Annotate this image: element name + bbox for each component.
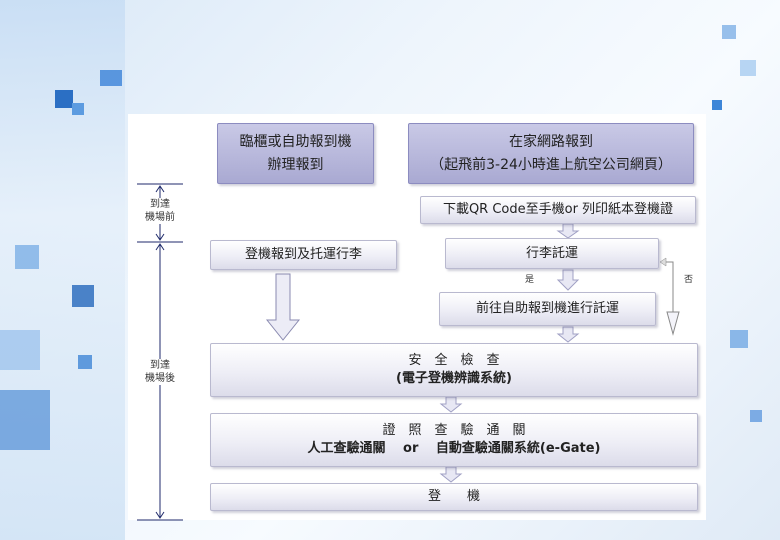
- counter-checkin-label: 臨櫃或自助報到機 辦理報到: [240, 131, 352, 176]
- online-checkin-box: 在家網路報到 （起飛前3-24小時進上航空公司網頁）: [408, 123, 694, 184]
- online-checkin-note: （起飛前3-24小時進上航空公司網頁）: [430, 154, 672, 176]
- boarding-label: 登 機: [428, 488, 480, 506]
- passport-control-label: 證 照 查 驗 通 關: [382, 422, 525, 440]
- passport-control-note: 人工查驗通關 or 自動查驗通關系統(e-Gate): [308, 440, 601, 458]
- baggage-check-label: 行李託運: [526, 245, 578, 263]
- timeline-before-arrival: 到達 機場前: [137, 198, 183, 224]
- timeline-after-arrival: 到達 機場後: [137, 359, 183, 385]
- kiosk-label: 前往自助報到機進行託運: [476, 300, 619, 318]
- checkin-baggage-box: 登機報到及托運行李: [210, 240, 397, 270]
- security-check-label: 安 全 檢 查: [408, 352, 499, 370]
- download-qr-label: 下載QR Code至手機or 列印紙本登機證: [443, 201, 673, 219]
- kiosk-box: 前往自助報到機進行託運: [439, 292, 656, 326]
- baggage-check-box: 行李託運: [445, 238, 659, 269]
- counter-checkin-box: 臨櫃或自助報到機 辦理報到: [217, 123, 374, 184]
- security-check-box: 安 全 檢 查 (電子登機辨識系統): [210, 343, 698, 397]
- yes-label: 是: [525, 272, 534, 285]
- passport-control-box: 證 照 查 驗 通 關 人工查驗通關 or 自動查驗通關系統(e-Gate): [210, 413, 698, 467]
- online-checkin-label: 在家網路報到: [509, 131, 593, 153]
- checkin-baggage-label: 登機報到及托運行李: [245, 246, 362, 264]
- no-label: 否: [684, 272, 693, 285]
- download-qr-box: 下載QR Code至手機or 列印紙本登機證: [420, 196, 696, 224]
- boarding-box: 登 機: [210, 483, 698, 511]
- security-check-note: (電子登機辨識系統): [396, 370, 512, 388]
